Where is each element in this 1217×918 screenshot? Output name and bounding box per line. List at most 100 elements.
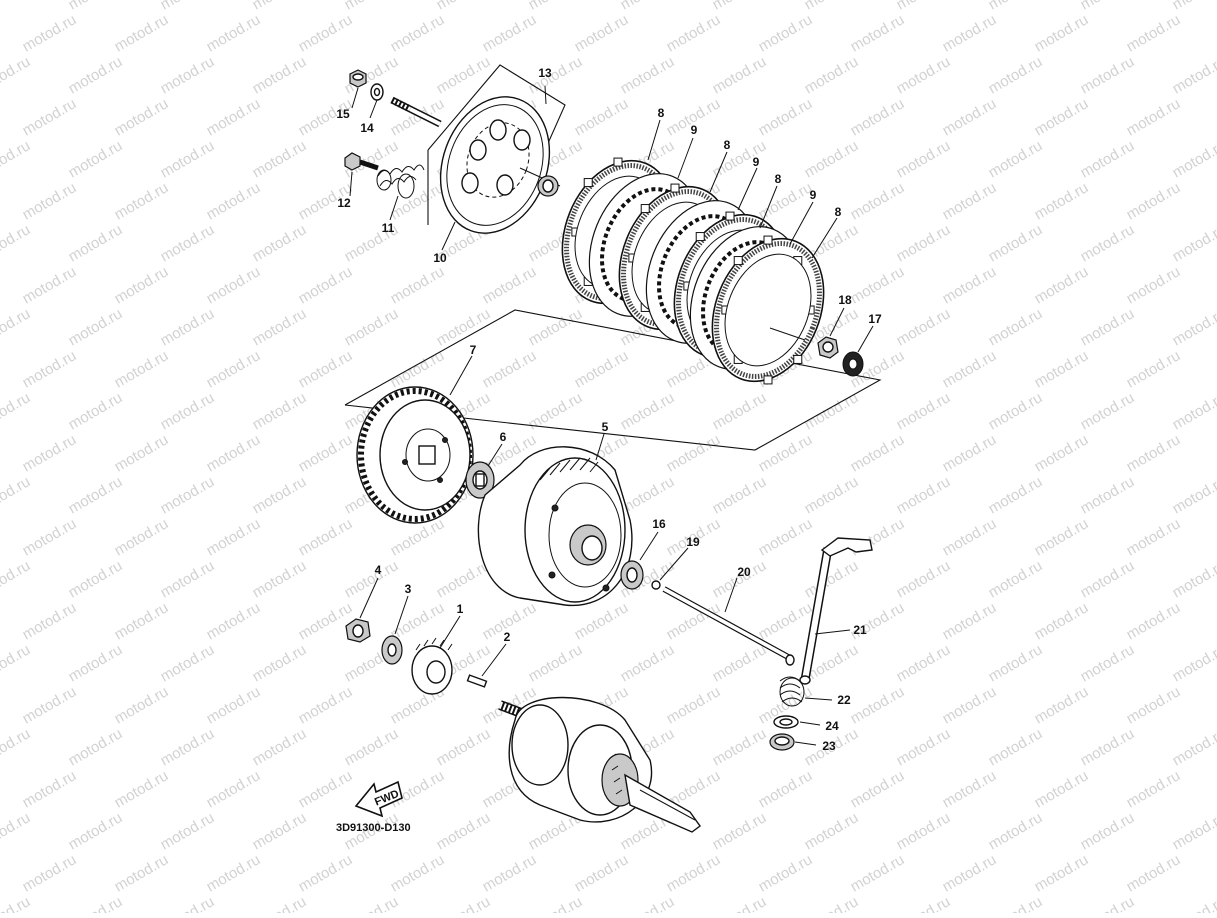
part-24-washer bbox=[774, 716, 798, 728]
watermark-text: motod.ru bbox=[296, 683, 356, 727]
watermark-text: motod.ru bbox=[158, 305, 218, 349]
watermark-text: motod.ru bbox=[710, 893, 770, 913]
watermark-text: motod.ru bbox=[572, 95, 632, 139]
watermark-text: motod.ru bbox=[0, 0, 33, 13]
watermark-text: motod.ru bbox=[848, 767, 908, 811]
watermark-text: motod.ru bbox=[0, 641, 33, 685]
watermark-text: motod.ru bbox=[1170, 557, 1217, 601]
watermark-text: motod.ru bbox=[940, 347, 1000, 391]
watermark-text: motod.ru bbox=[710, 137, 770, 181]
watermark-text: motod.ru bbox=[1124, 347, 1184, 391]
watermark-text: motod.ru bbox=[940, 11, 1000, 55]
watermark-text: motod.ru bbox=[1078, 305, 1138, 349]
watermark-text: motod.ru bbox=[0, 305, 33, 349]
part-7-primary-driven-gear bbox=[357, 387, 473, 523]
part-5-clutch-housing bbox=[478, 447, 632, 606]
watermark-text: motod.ru bbox=[158, 893, 218, 913]
watermark-text: motod.ru bbox=[1170, 473, 1217, 517]
watermark-text: motod.ru bbox=[1032, 431, 1092, 475]
watermark-text: motod.ru bbox=[1078, 893, 1138, 913]
watermark-text: motod.ru bbox=[894, 893, 954, 913]
watermark-text: motod.ru bbox=[20, 683, 80, 727]
watermark-text: motod.ru bbox=[940, 767, 1000, 811]
watermark-text: motod.ru bbox=[250, 221, 310, 265]
watermark-text: motod.ru bbox=[618, 53, 678, 97]
watermark-text: motod.ru bbox=[0, 389, 33, 433]
watermark-text: motod.ru bbox=[756, 515, 816, 559]
watermark-text: motod.ru bbox=[986, 53, 1046, 97]
watermark-text: motod.ru bbox=[66, 725, 126, 769]
watermark-text: motod.ru bbox=[986, 305, 1046, 349]
watermark-text: motod.ru bbox=[0, 725, 33, 769]
watermark-text: motod.ru bbox=[710, 53, 770, 97]
watermark-text: motod.ru bbox=[894, 641, 954, 685]
watermark-text: motod.ru bbox=[848, 95, 908, 139]
watermark-text: motod.ru bbox=[802, 53, 862, 97]
watermark-text: motod.ru bbox=[986, 893, 1046, 913]
callout-1: 1 bbox=[457, 602, 464, 616]
watermark-text: motod.ru bbox=[1032, 683, 1092, 727]
watermark-text: motod.ru bbox=[250, 893, 310, 913]
watermark-text: motod.ru bbox=[986, 641, 1046, 685]
watermark-text: motod.ru bbox=[664, 851, 724, 895]
watermark-text: motod.ru bbox=[986, 473, 1046, 517]
watermark-text: motod.ru bbox=[1124, 515, 1184, 559]
watermark-text: motod.ru bbox=[756, 95, 816, 139]
watermark-text: motod.ru bbox=[1170, 0, 1217, 13]
part-3-washer bbox=[382, 636, 402, 664]
watermark-text: motod.ru bbox=[572, 599, 632, 643]
watermark-text: motod.ru bbox=[66, 641, 126, 685]
watermark-text: motod.ru bbox=[1124, 851, 1184, 895]
watermark-text: motod.ru bbox=[894, 473, 954, 517]
callout-4: 4 bbox=[375, 563, 382, 577]
callout-18: 18 bbox=[838, 293, 852, 307]
watermark-text: motod.ru bbox=[1078, 53, 1138, 97]
callout-11: 11 bbox=[382, 221, 395, 235]
watermark-text: motod.ru bbox=[480, 851, 540, 895]
watermark-text: motod.ru bbox=[1032, 599, 1092, 643]
watermark-text: motod.ru bbox=[112, 767, 172, 811]
watermark-text: motod.ru bbox=[0, 557, 33, 601]
watermark-text: motod.ru bbox=[66, 137, 126, 181]
watermark-text: motod.ru bbox=[66, 53, 126, 97]
callout-17: 17 bbox=[868, 312, 882, 326]
watermark-text: motod.ru bbox=[1032, 179, 1092, 223]
watermark-text: motod.ru bbox=[112, 599, 172, 643]
part-17-washer bbox=[843, 352, 863, 376]
watermark-text: motod.ru bbox=[66, 0, 126, 13]
watermark-text: motod.ru bbox=[894, 725, 954, 769]
watermark-text: motod.ru bbox=[204, 431, 264, 475]
watermark-text: motod.ru bbox=[158, 0, 218, 13]
watermark-text: motod.ru bbox=[296, 11, 356, 55]
part-19-ball bbox=[652, 581, 660, 589]
watermark-text: motod.ru bbox=[296, 347, 356, 391]
watermark-text: motod.ru bbox=[572, 851, 632, 895]
watermark-text: motod.ru bbox=[342, 557, 402, 601]
watermark-text: motod.ru bbox=[66, 893, 126, 913]
watermark-text: motod.ru bbox=[0, 53, 33, 97]
watermark-text: motod.ru bbox=[986, 221, 1046, 265]
watermark-text: motod.ru bbox=[158, 725, 218, 769]
watermark-text: motod.ru bbox=[894, 137, 954, 181]
watermark-text: motod.ru bbox=[1170, 893, 1217, 913]
callout-23: 23 bbox=[822, 739, 836, 753]
watermark-text: motod.ru bbox=[802, 893, 862, 913]
watermark-text: motod.ru bbox=[710, 0, 770, 13]
callout-10: 10 bbox=[433, 251, 447, 265]
watermark-text: motod.ru bbox=[158, 809, 218, 853]
watermark-text: motod.ru bbox=[388, 851, 448, 895]
watermark-text: motod.ru bbox=[204, 179, 264, 223]
watermark-text: motod.ru bbox=[1124, 767, 1184, 811]
callout-8-c: 8 bbox=[775, 172, 782, 186]
part-23-oil-seal bbox=[770, 734, 794, 750]
watermark-text: motod.ru bbox=[756, 767, 816, 811]
watermark-text: motod.ru bbox=[940, 263, 1000, 307]
watermark-text: motod.ru bbox=[940, 431, 1000, 475]
watermark-text: motod.ru bbox=[710, 725, 770, 769]
watermark-text: motod.ru bbox=[296, 599, 356, 643]
watermark-text: motod.ru bbox=[250, 809, 310, 853]
watermark-text: motod.ru bbox=[112, 431, 172, 475]
watermark-text: motod.ru bbox=[1078, 641, 1138, 685]
watermark-text: motod.ru bbox=[848, 431, 908, 475]
